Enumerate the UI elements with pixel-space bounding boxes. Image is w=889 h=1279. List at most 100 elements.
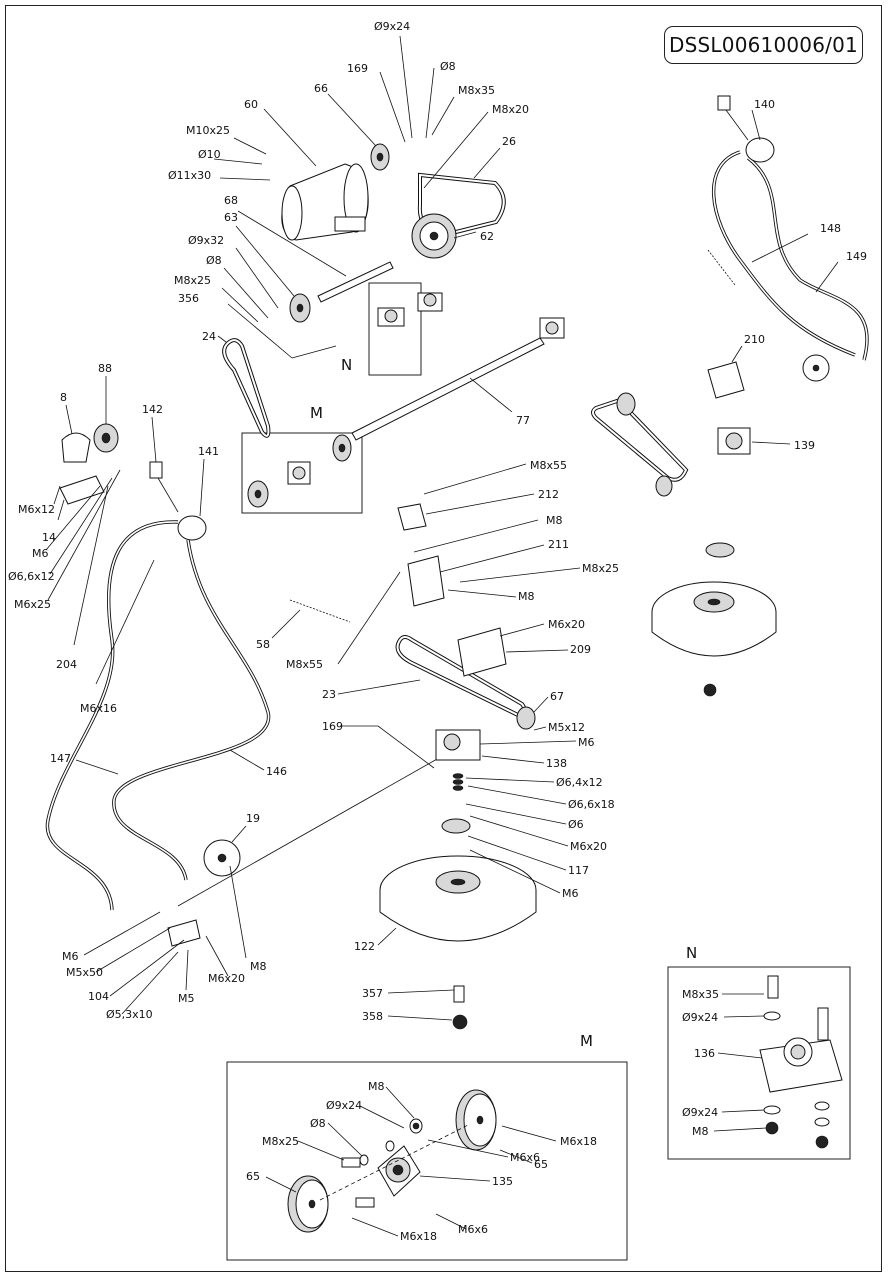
label-147: 147 — [50, 752, 71, 765]
label-6-6x18: Ø6,6x18 — [568, 798, 615, 811]
bearing-right-top — [539, 317, 565, 339]
label-210: 210 — [744, 333, 765, 346]
label-148: 148 — [820, 222, 841, 235]
detail-label-m: M — [580, 1032, 593, 1050]
belt-24 — [222, 338, 271, 438]
label-n-m8: M8 — [692, 1125, 709, 1138]
pulley-65-main-b — [332, 434, 352, 462]
label-m6-d: M6 — [62, 950, 79, 963]
label-d-m6x18-a: M6x18 — [560, 1135, 597, 1148]
spring-58 — [289, 599, 351, 623]
detail-label-m-main: M — [310, 404, 323, 422]
brush-122 — [379, 855, 537, 942]
part-357 — [453, 985, 465, 1003]
bracket-210 — [707, 361, 745, 399]
label-n-9x24-b: Ø9x24 — [682, 1106, 718, 1119]
label-m8x55-b: M8x55 — [286, 658, 323, 671]
label-122: 122 — [354, 940, 375, 953]
pulley-63 — [289, 293, 311, 323]
cable-146 — [112, 539, 271, 881]
label-77: 77 — [516, 414, 530, 427]
label-m8x25-b: M8x25 — [582, 562, 619, 575]
label-d-m6x6-a: M6x6 — [510, 1151, 540, 1164]
label-138: 138 — [546, 757, 567, 770]
label-139: 139 — [794, 439, 815, 452]
label-m8-b: M8 — [518, 590, 535, 603]
label-204: 204 — [56, 658, 77, 671]
label-10: Ø10 — [198, 148, 221, 161]
label-146: 146 — [266, 765, 287, 778]
label-6-6x12: Ø6,6x12 — [8, 570, 55, 583]
label-358: 358 — [362, 1010, 383, 1023]
bracket-212 — [397, 503, 427, 531]
label-m8x55-top: M8x55 — [530, 459, 567, 472]
label-142: 142 — [142, 403, 163, 416]
label-24: 24 — [202, 330, 216, 343]
label-23: 23 — [322, 688, 336, 701]
label-8: 8 — [60, 391, 67, 404]
drawing-code: DSSL00610006/01 — [669, 33, 858, 57]
label-d-135: 135 — [492, 1175, 513, 1188]
label-169-b: 169 — [322, 720, 343, 733]
spring-right — [707, 249, 736, 286]
label-m6x20-c: M6x20 — [208, 972, 245, 985]
pulley-65-main-a — [247, 480, 269, 508]
label-d-65-b: 65 — [246, 1170, 260, 1183]
drawing-frame — [5, 5, 882, 1272]
pulley-right-b — [655, 475, 673, 497]
bearing-135-main — [287, 461, 311, 485]
pulley-62 — [411, 213, 457, 259]
gearbox-139 — [717, 427, 751, 455]
label-n-136: 136 — [694, 1047, 715, 1060]
detail-frame-m — [226, 1061, 628, 1261]
label-8-mid: Ø8 — [206, 254, 222, 267]
star-wheel-19 — [203, 839, 241, 877]
detail-frame-n-main — [368, 282, 422, 376]
label-m6-b: M6 — [578, 736, 595, 749]
label-d-65-a: 65 — [534, 1158, 548, 1171]
label-m10x25: M10x25 — [186, 124, 230, 137]
motor-60 — [281, 163, 369, 241]
label-149: 149 — [846, 250, 867, 263]
label-140: 140 — [754, 98, 775, 111]
star-wheel-right — [802, 354, 830, 382]
label-n-m8x35: M8x35 — [682, 988, 719, 1001]
label-356: 356 — [178, 292, 199, 305]
label-209: 209 — [570, 643, 591, 656]
bracket-209 — [457, 627, 507, 677]
label-6-4x12: Ø6,4x12 — [556, 776, 603, 789]
label-m8x35-top: M8x35 — [458, 84, 495, 97]
detail-titles: N M M N — [310, 356, 697, 1050]
label-211: 211 — [548, 538, 569, 551]
pulley-67 — [516, 706, 536, 730]
label-26: 26 — [502, 135, 516, 148]
label-m6x12: M6x12 — [18, 503, 55, 516]
label-m6-c: M6 — [562, 887, 579, 900]
shaft-68 — [317, 261, 394, 303]
label-d-m6x6-b: M6x6 — [458, 1223, 488, 1236]
label-9x24-top: Ø9x24 — [374, 20, 410, 33]
label-m5x12: M5x12 — [548, 721, 585, 734]
label-66: 66 — [314, 82, 328, 95]
label-88: 88 — [98, 362, 112, 375]
label-212: 212 — [538, 488, 559, 501]
gearbox-138 — [435, 729, 481, 761]
m-detail-parts — [287, 1089, 497, 1233]
label-11x30: Ø11x30 — [168, 169, 211, 182]
cable-147 — [45, 520, 179, 911]
label-68: 68 — [224, 194, 238, 207]
label-63: 63 — [224, 211, 238, 224]
belt-right — [591, 395, 689, 482]
detail-label-n-main: N — [341, 356, 352, 374]
arm-lower — [177, 745, 461, 907]
label-m6-left: M6 — [32, 547, 49, 560]
handle-142 — [149, 461, 179, 513]
label-m6x20-a: M6x20 — [548, 618, 585, 631]
detail-frame-m-main — [241, 432, 363, 514]
drawing-code-box: DSSL00610006/01 — [664, 26, 863, 64]
label-m5: M5 — [178, 992, 195, 1005]
label-19: 19 — [246, 812, 260, 825]
label-6: Ø6 — [568, 818, 584, 831]
cable-149 — [746, 156, 869, 361]
label-169-top: 169 — [347, 62, 368, 75]
